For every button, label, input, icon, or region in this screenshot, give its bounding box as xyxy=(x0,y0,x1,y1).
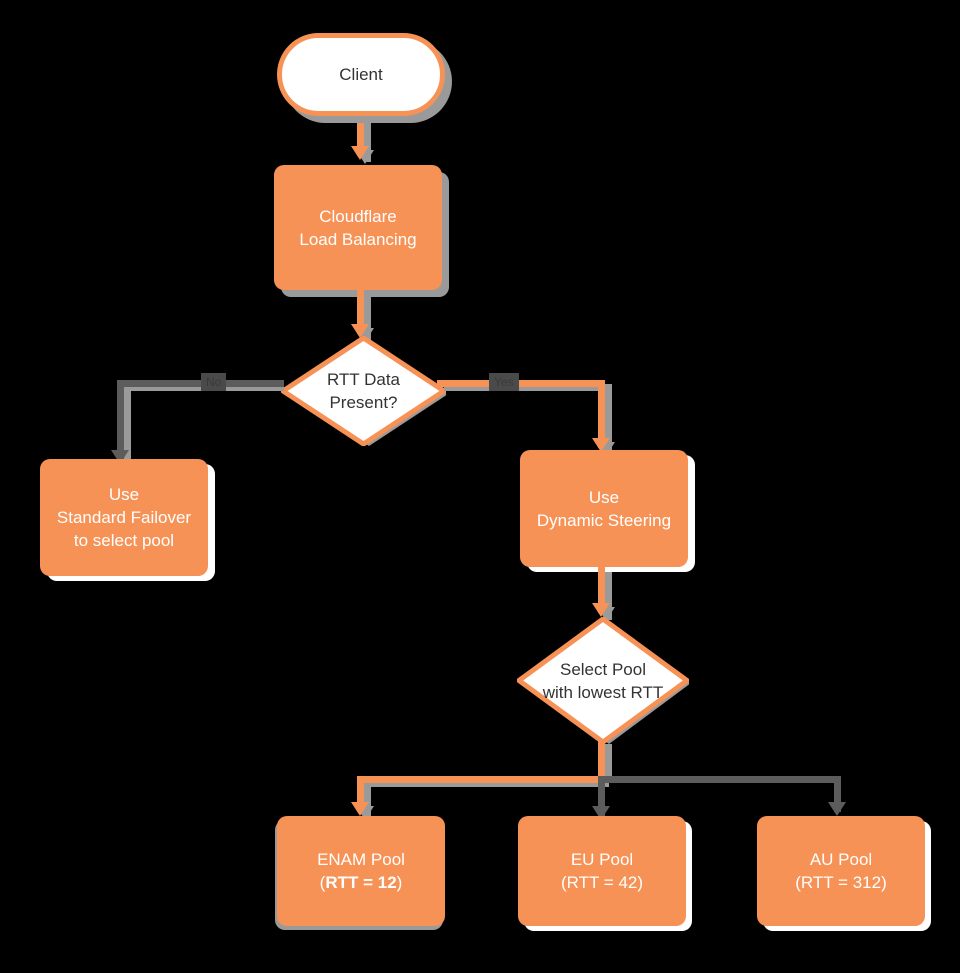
au-pool-node[interactable]: AU Pool (RTT = 312) xyxy=(757,816,925,926)
edge-select-to-enam-v-shadow xyxy=(364,780,371,820)
select-pool-node[interactable]: Select Pool with lowest RTT xyxy=(517,617,689,744)
standard-failover-node[interactable]: Use Standard Failover to select pool xyxy=(40,459,208,576)
enam-pool-label: ENAM Pool xyxy=(317,850,405,869)
enam-pool-rtt: (RTT = 12) xyxy=(320,871,403,894)
rtt-decision-label: RTT Data Present? xyxy=(326,370,401,412)
client-node-label: Client xyxy=(339,65,383,84)
edge-yes-horizontal xyxy=(437,380,605,387)
enam-pool-rtt-value: RTT = 12 xyxy=(325,873,397,892)
edge-select-to-au-arrow xyxy=(828,802,846,816)
edge-yes-vertical-shadow xyxy=(605,384,612,456)
au-pool-label: AU Pool xyxy=(809,850,873,869)
eu-pool-rtt-value: RTT = 42 xyxy=(566,873,638,892)
edge-no-vertical xyxy=(117,380,124,460)
au-pool-rtt: (RTT = 312) xyxy=(795,871,887,894)
edge-select-to-enam-v xyxy=(357,776,364,812)
edge-select-stem xyxy=(598,740,605,776)
standard-failover-node-label: Use Standard Failover to select pool xyxy=(56,485,192,550)
eu-pool-node[interactable]: EU Pool (RTT = 42) xyxy=(518,816,686,926)
edge-steering-to-select-arrow xyxy=(592,603,610,617)
edge-no-vertical-shadow xyxy=(124,384,131,464)
eu-pool-rtt-suffix: ) xyxy=(637,873,644,892)
rtt-decision-node[interactable]: RTT Data Present? xyxy=(281,336,446,446)
select-pool-label: Select Pool with lowest RTT xyxy=(542,659,664,702)
edge-lb-to-decision-shadow xyxy=(364,294,371,340)
dynamic-steering-node[interactable]: Use Dynamic Steering xyxy=(520,450,688,567)
edge-steering-to-select-shadow xyxy=(605,572,612,620)
dynamic-steering-node-label: Use Dynamic Steering xyxy=(536,487,672,530)
edge-lb-to-decision-arrow xyxy=(351,324,369,338)
load-balancing-node[interactable]: Cloudflare Load Balancing xyxy=(274,165,442,290)
client-node[interactable]: Client xyxy=(277,33,445,116)
load-balancing-node-label: Cloudflare Load Balancing xyxy=(299,206,417,249)
enam-pool-rtt-prefix: ( xyxy=(319,873,326,892)
edge-label-yes: Yes xyxy=(489,373,519,391)
eu-pool-label: EU Pool xyxy=(570,850,634,869)
eu-pool-rtt: (RTT = 42) xyxy=(561,871,643,894)
edge-client-to-lb-line xyxy=(357,116,364,156)
edge-yes-horizontal-shadow xyxy=(444,384,612,391)
edge-select-to-enam-h-shadow xyxy=(364,780,609,787)
eu-pool-rtt-prefix: ( xyxy=(560,873,567,892)
au-pool-rtt-prefix: ( xyxy=(795,873,801,892)
edge-select-to-au-h xyxy=(598,776,841,783)
enam-pool-rtt-suffix: ) xyxy=(396,873,403,892)
edge-no-horizontal xyxy=(117,380,284,387)
edge-yes-vertical xyxy=(598,380,605,448)
edge-yes-arrow xyxy=(592,438,610,452)
edge-label-no: No xyxy=(201,373,227,391)
edge-steering-to-select-line xyxy=(598,567,605,613)
edge-lb-to-decision-line xyxy=(357,290,364,334)
edge-select-to-enam-h xyxy=(357,776,605,783)
edge-select-to-au-v xyxy=(834,776,841,812)
edge-select-to-enam-arrow xyxy=(351,802,369,816)
edge-client-to-lb-shadow xyxy=(364,120,371,162)
edge-client-to-lb-arrow xyxy=(351,146,369,160)
rtt-decision-shape xyxy=(281,336,446,446)
au-pool-rtt-suffix: ) xyxy=(881,873,887,892)
edge-select-stem-shadow xyxy=(605,744,612,776)
edge-select-to-eu-v xyxy=(598,776,605,816)
enam-pool-node[interactable]: ENAM Pool (RTT = 12) xyxy=(277,816,445,926)
au-pool-rtt-value: RTT = 312 xyxy=(800,873,882,892)
